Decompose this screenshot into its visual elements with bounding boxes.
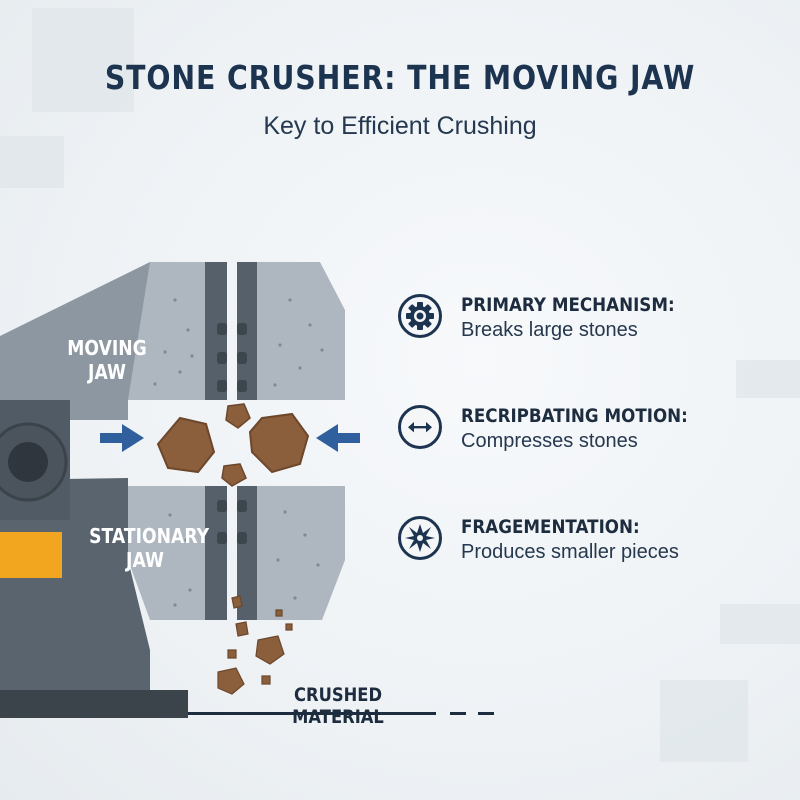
moving-jaw-plate bbox=[128, 262, 205, 400]
background-square bbox=[660, 680, 748, 762]
stationary-jaw-plate-lower-left bbox=[128, 486, 205, 620]
large-stone-left bbox=[156, 416, 216, 474]
stationary-jaw-plate-lower-right bbox=[255, 486, 345, 620]
plate-texture bbox=[153, 298, 324, 607]
feature-description: Compresses stones bbox=[461, 430, 638, 452]
stationary-jaw-liner-lower-left bbox=[205, 486, 227, 620]
feature-title: FRAGEMENTATION: bbox=[461, 516, 640, 538]
compression-arrow-left bbox=[100, 424, 144, 452]
flywheel-hub bbox=[8, 442, 48, 482]
small-stone-mid bbox=[221, 463, 247, 487]
stationary-jaw-liner-lower-right bbox=[237, 486, 257, 620]
page-subtitle: Key to Efficient Crushing bbox=[263, 112, 537, 140]
double-arrow-icon bbox=[398, 405, 442, 449]
moving-jaw-liner bbox=[205, 262, 227, 400]
output-floor-line bbox=[188, 712, 494, 715]
burst-icon bbox=[398, 516, 442, 560]
small-stone-top bbox=[225, 403, 251, 429]
feature-primary-mechanism: PRIMARY MECHANISM: Breaks large stones bbox=[398, 294, 788, 358]
crushed-fragments bbox=[217, 595, 293, 695]
background-square bbox=[736, 360, 800, 398]
large-stone-right bbox=[248, 412, 310, 474]
jaw-bolts bbox=[217, 323, 247, 544]
feature-title: PRIMARY MECHANISM: bbox=[461, 294, 675, 316]
machine-base bbox=[0, 690, 188, 718]
crushed-material-label: CRUSHED MATERIAL bbox=[292, 684, 384, 728]
gear-icon bbox=[398, 294, 442, 338]
feature-title: RECRIPBATING MOTION: bbox=[461, 405, 688, 427]
moving-jaw-label: MOVING JAW bbox=[67, 336, 147, 384]
feature-description: Breaks large stones bbox=[461, 319, 638, 341]
stationary-jaw-label: STATIONARY JAW bbox=[89, 524, 210, 572]
background-square bbox=[720, 604, 800, 644]
feature-description: Produces smaller pieces bbox=[461, 541, 679, 563]
feature-reciprocating-motion: RECRIPBATING MOTION: Compresses stones bbox=[398, 405, 788, 469]
page-title: STONE CRUSHER: THE MOVING JAW bbox=[104, 58, 696, 97]
warning-stripe bbox=[0, 532, 62, 578]
background-square bbox=[0, 136, 64, 188]
feature-fragmentation: FRAGEMENTATION: Produces smaller pieces bbox=[398, 516, 788, 580]
compression-arrow-right bbox=[316, 424, 360, 452]
background-square bbox=[32, 8, 134, 112]
stationary-jaw-plate-upper bbox=[255, 262, 345, 400]
